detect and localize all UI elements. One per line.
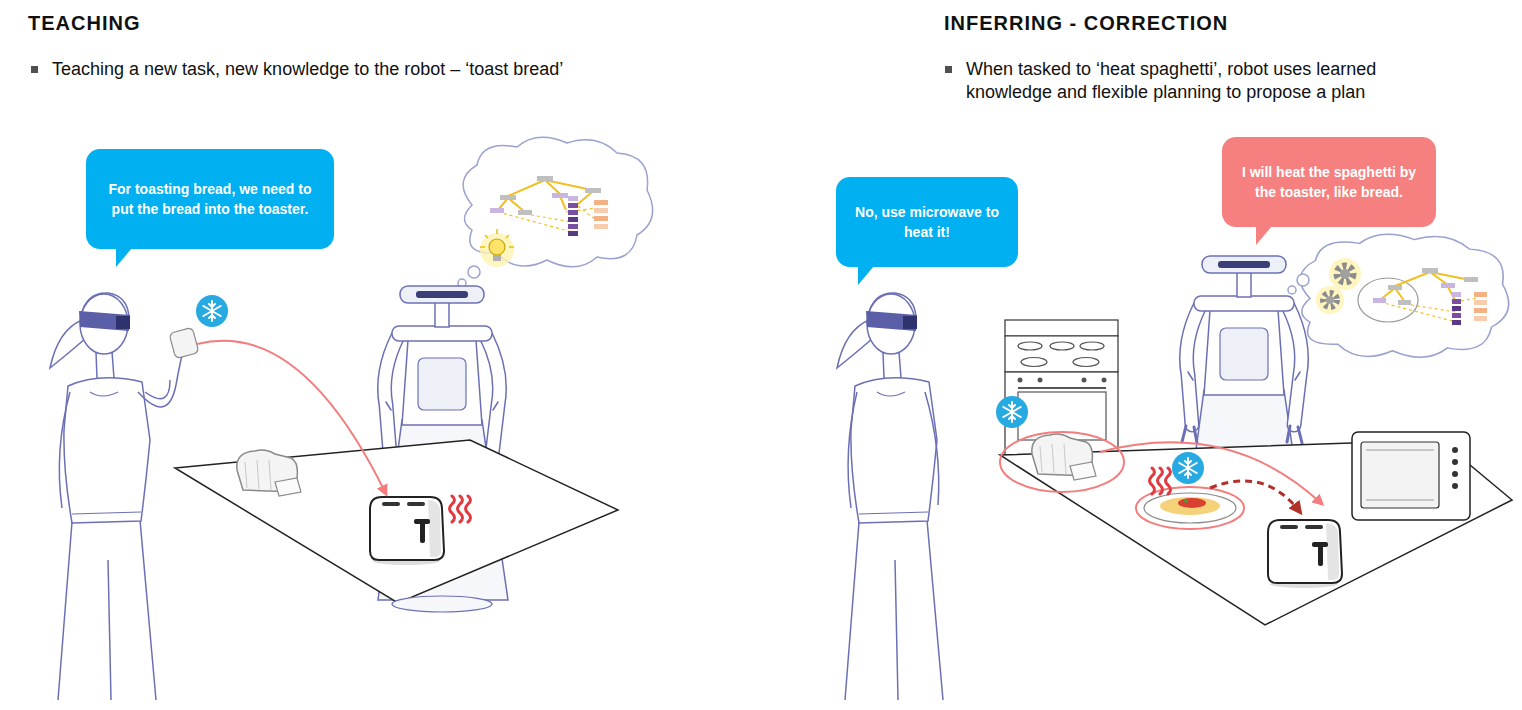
speech-bubble: I will heat the spaghetti by the toaster…	[1222, 137, 1436, 227]
bubble-text: For toasting bread, we need to put the b…	[100, 179, 320, 220]
speech-bubble: For toasting bread, we need to put the b…	[86, 149, 334, 249]
speech-bubble: No, use microwave to heat it!	[836, 177, 1018, 267]
bubble-text: No, use microwave to heat it!	[850, 202, 1004, 243]
bullet-text: When tasked to ‘heat spaghetti’, robot u…	[966, 58, 1446, 105]
section-heading: TEACHING	[28, 12, 140, 35]
bubble-text: I will heat the spaghetti by the toaster…	[1236, 162, 1422, 203]
bullet-text: Teaching a new task, new knowledge to th…	[52, 58, 732, 81]
section-heading: INFERRING - CORRECTION	[944, 12, 1228, 35]
